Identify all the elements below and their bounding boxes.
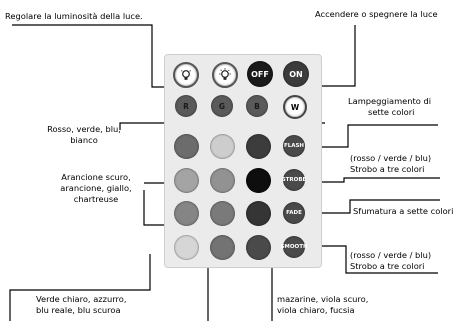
power-off-label: OFF xyxy=(251,69,269,79)
bulb-brightness-up-icon xyxy=(219,68,231,80)
effect-strobe-button[interactable]: STROBE xyxy=(281,169,307,191)
greens-label-line2: blu reale, blu scuroa xyxy=(36,305,121,315)
effect-smooth-label: SMOOTH xyxy=(280,244,308,250)
color-button-label-g: G xyxy=(218,101,226,111)
color-preset-button[interactable] xyxy=(209,133,235,159)
power-label: Accendere o spegnere la luce xyxy=(315,9,438,19)
effect-fade-label: FADE xyxy=(286,210,302,216)
color-preset-button[interactable] xyxy=(209,200,235,226)
power-on-button[interactable]: ON xyxy=(283,61,309,87)
orange-label-line2: arancione, giallo, xyxy=(60,183,132,193)
bulb-brightness-down-icon xyxy=(181,70,191,80)
strobe2-label-line1: (rosso / verde / blu) xyxy=(350,250,432,260)
strobe2-label: (rosso / verde / blu) Strobo a tre color… xyxy=(350,250,431,272)
power-off-button[interactable]: OFF xyxy=(247,61,273,87)
color-preset-button[interactable] xyxy=(245,167,271,193)
color-button-label-w: W xyxy=(290,102,300,112)
greens-callout-line xyxy=(9,254,151,321)
color-preset-button[interactable] xyxy=(245,200,271,226)
color-preset-button[interactable] xyxy=(173,133,199,159)
remote-body xyxy=(164,54,322,268)
greens-label: Verde chiaro, azzurro, blu reale, blu sc… xyxy=(36,294,126,316)
color-button-w[interactable]: W xyxy=(283,95,307,119)
brightness-label: Regolare la luminosità della luce. xyxy=(5,11,143,21)
purples-label: mazarine, viola scuro, viola chiaro, fuc… xyxy=(277,294,368,316)
effect-flash-label: FLASH xyxy=(283,143,305,149)
orange-label-line3: chartreuse xyxy=(73,194,119,204)
color-button-label-b: B xyxy=(254,101,260,111)
greens-label-line1: Verde chiaro, azzurro, xyxy=(36,294,127,304)
color-preset-button[interactable] xyxy=(173,200,199,226)
rgbw-label-line2: bianco xyxy=(70,135,98,145)
color-button-r[interactable]: R xyxy=(175,95,197,117)
color-preset-button[interactable] xyxy=(173,234,199,260)
color-preset-button[interactable] xyxy=(173,167,199,193)
effect-fade-button[interactable]: FADE xyxy=(283,202,305,224)
color-preset-button[interactable] xyxy=(245,133,271,159)
strobe2-label-line2: Strobo a tre colori xyxy=(350,261,425,271)
purples-label-line2: viola chiaro, fucsia xyxy=(277,305,355,315)
orange-label-line1: Arancione scuro, xyxy=(61,172,131,182)
color-button-b[interactable]: B xyxy=(246,95,268,117)
effect-smooth-button[interactable]: SMOOTH xyxy=(280,236,308,258)
color-preset-button[interactable] xyxy=(209,234,235,260)
effect-strobe-label: STROBE xyxy=(281,177,307,183)
strobe1-label: (rosso / verde / blu) Strobo a tre color… xyxy=(350,153,431,175)
color-button-g[interactable]: G xyxy=(211,95,233,117)
strobe1-label-line1: (rosso / verde / blu) xyxy=(350,153,432,163)
rgbw-label: Rosso, verde, blu, bianco xyxy=(30,124,138,146)
brightness-up-button[interactable] xyxy=(212,62,238,88)
color-preset-button[interactable] xyxy=(209,167,235,193)
rgbw-label-line1: Rosso, verde, blu, xyxy=(47,124,121,134)
color-button-label-r: R xyxy=(183,101,189,111)
purples-label-line1: mazarine, viola scuro, xyxy=(277,294,369,304)
orange-label: Arancione scuro, arancione, giallo, char… xyxy=(46,172,146,205)
fade-label: Sfumatura a sette colori xyxy=(353,206,454,216)
effect-flash-button[interactable]: FLASH xyxy=(283,135,305,157)
flash-label-line2: sette colori xyxy=(368,107,415,117)
brightness-down-button[interactable] xyxy=(173,62,199,88)
color-preset-button[interactable] xyxy=(245,234,271,260)
strobe1-label-line2: Strobo a tre colori xyxy=(350,164,425,174)
flash-label: Lampeggiamento di sette colori xyxy=(348,96,431,118)
power-on-label: ON xyxy=(289,69,303,79)
flash-label-line1: Lampeggiamento di xyxy=(348,96,432,106)
